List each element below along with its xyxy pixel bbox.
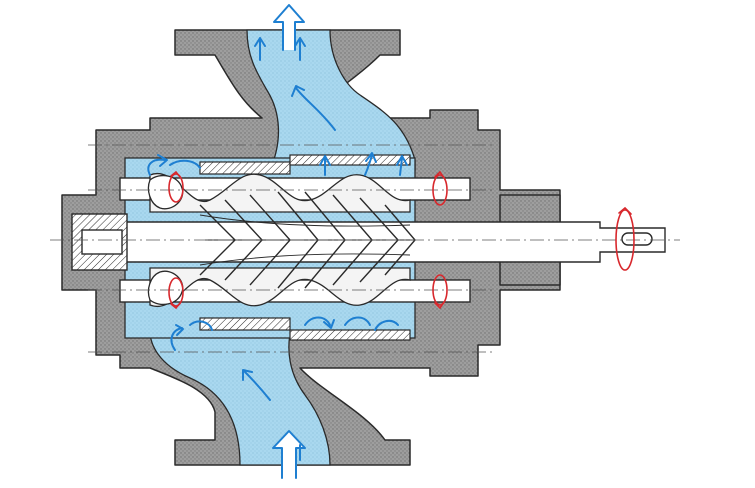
chamber-flow-arrow — [319, 155, 331, 176]
inlet-arrow-icon — [272, 430, 306, 479]
outlet-small-arrows — [254, 37, 306, 61]
idler-screw-bottom — [149, 267, 411, 308]
idler-end-top — [147, 174, 184, 210]
liner-bottom-right — [289, 329, 411, 341]
chamber-flow-arrow — [189, 320, 213, 331]
chamber-flow-arrow — [170, 324, 184, 351]
centerlines — [50, 144, 680, 353]
outlet-arrow-icon — [273, 4, 305, 51]
liner-top — [199, 161, 291, 175]
chamber-flow-arrow — [169, 159, 201, 169]
rotation-arrow-icon — [168, 170, 184, 203]
chamber-flow-arrow — [304, 316, 335, 329]
curved-flow-arrow-icon — [291, 85, 336, 131]
shafts — [71, 177, 666, 303]
idler-end-bottom — [147, 270, 184, 306]
chamber-flow-arrow — [364, 152, 377, 176]
inlet-flow-arrow — [242, 369, 271, 401]
rotation-arrow-icon — [615, 206, 635, 271]
liner-top-right — [289, 154, 411, 166]
liner-bottom — [199, 317, 291, 331]
rotation-arrow-icon — [432, 274, 448, 310]
drive-shaft — [79, 221, 666, 263]
rotation-arrow-icon — [168, 277, 184, 310]
screw-rotors — [147, 172, 416, 308]
rotation-arrows — [168, 170, 635, 310]
chamber-flow-arrow — [374, 319, 399, 331]
rotation-arrow-icon — [432, 170, 448, 206]
shaft-end-bore — [81, 229, 123, 255]
chamber-flow-arrow — [147, 154, 168, 176]
idler-screw-top — [149, 172, 411, 213]
shaft-keyway — [621, 232, 653, 246]
liner — [199, 154, 411, 341]
chamber-flow-arrow — [344, 316, 371, 326]
flow-arrows — [147, 4, 408, 479]
chamber-flow-arrow — [396, 155, 408, 176]
